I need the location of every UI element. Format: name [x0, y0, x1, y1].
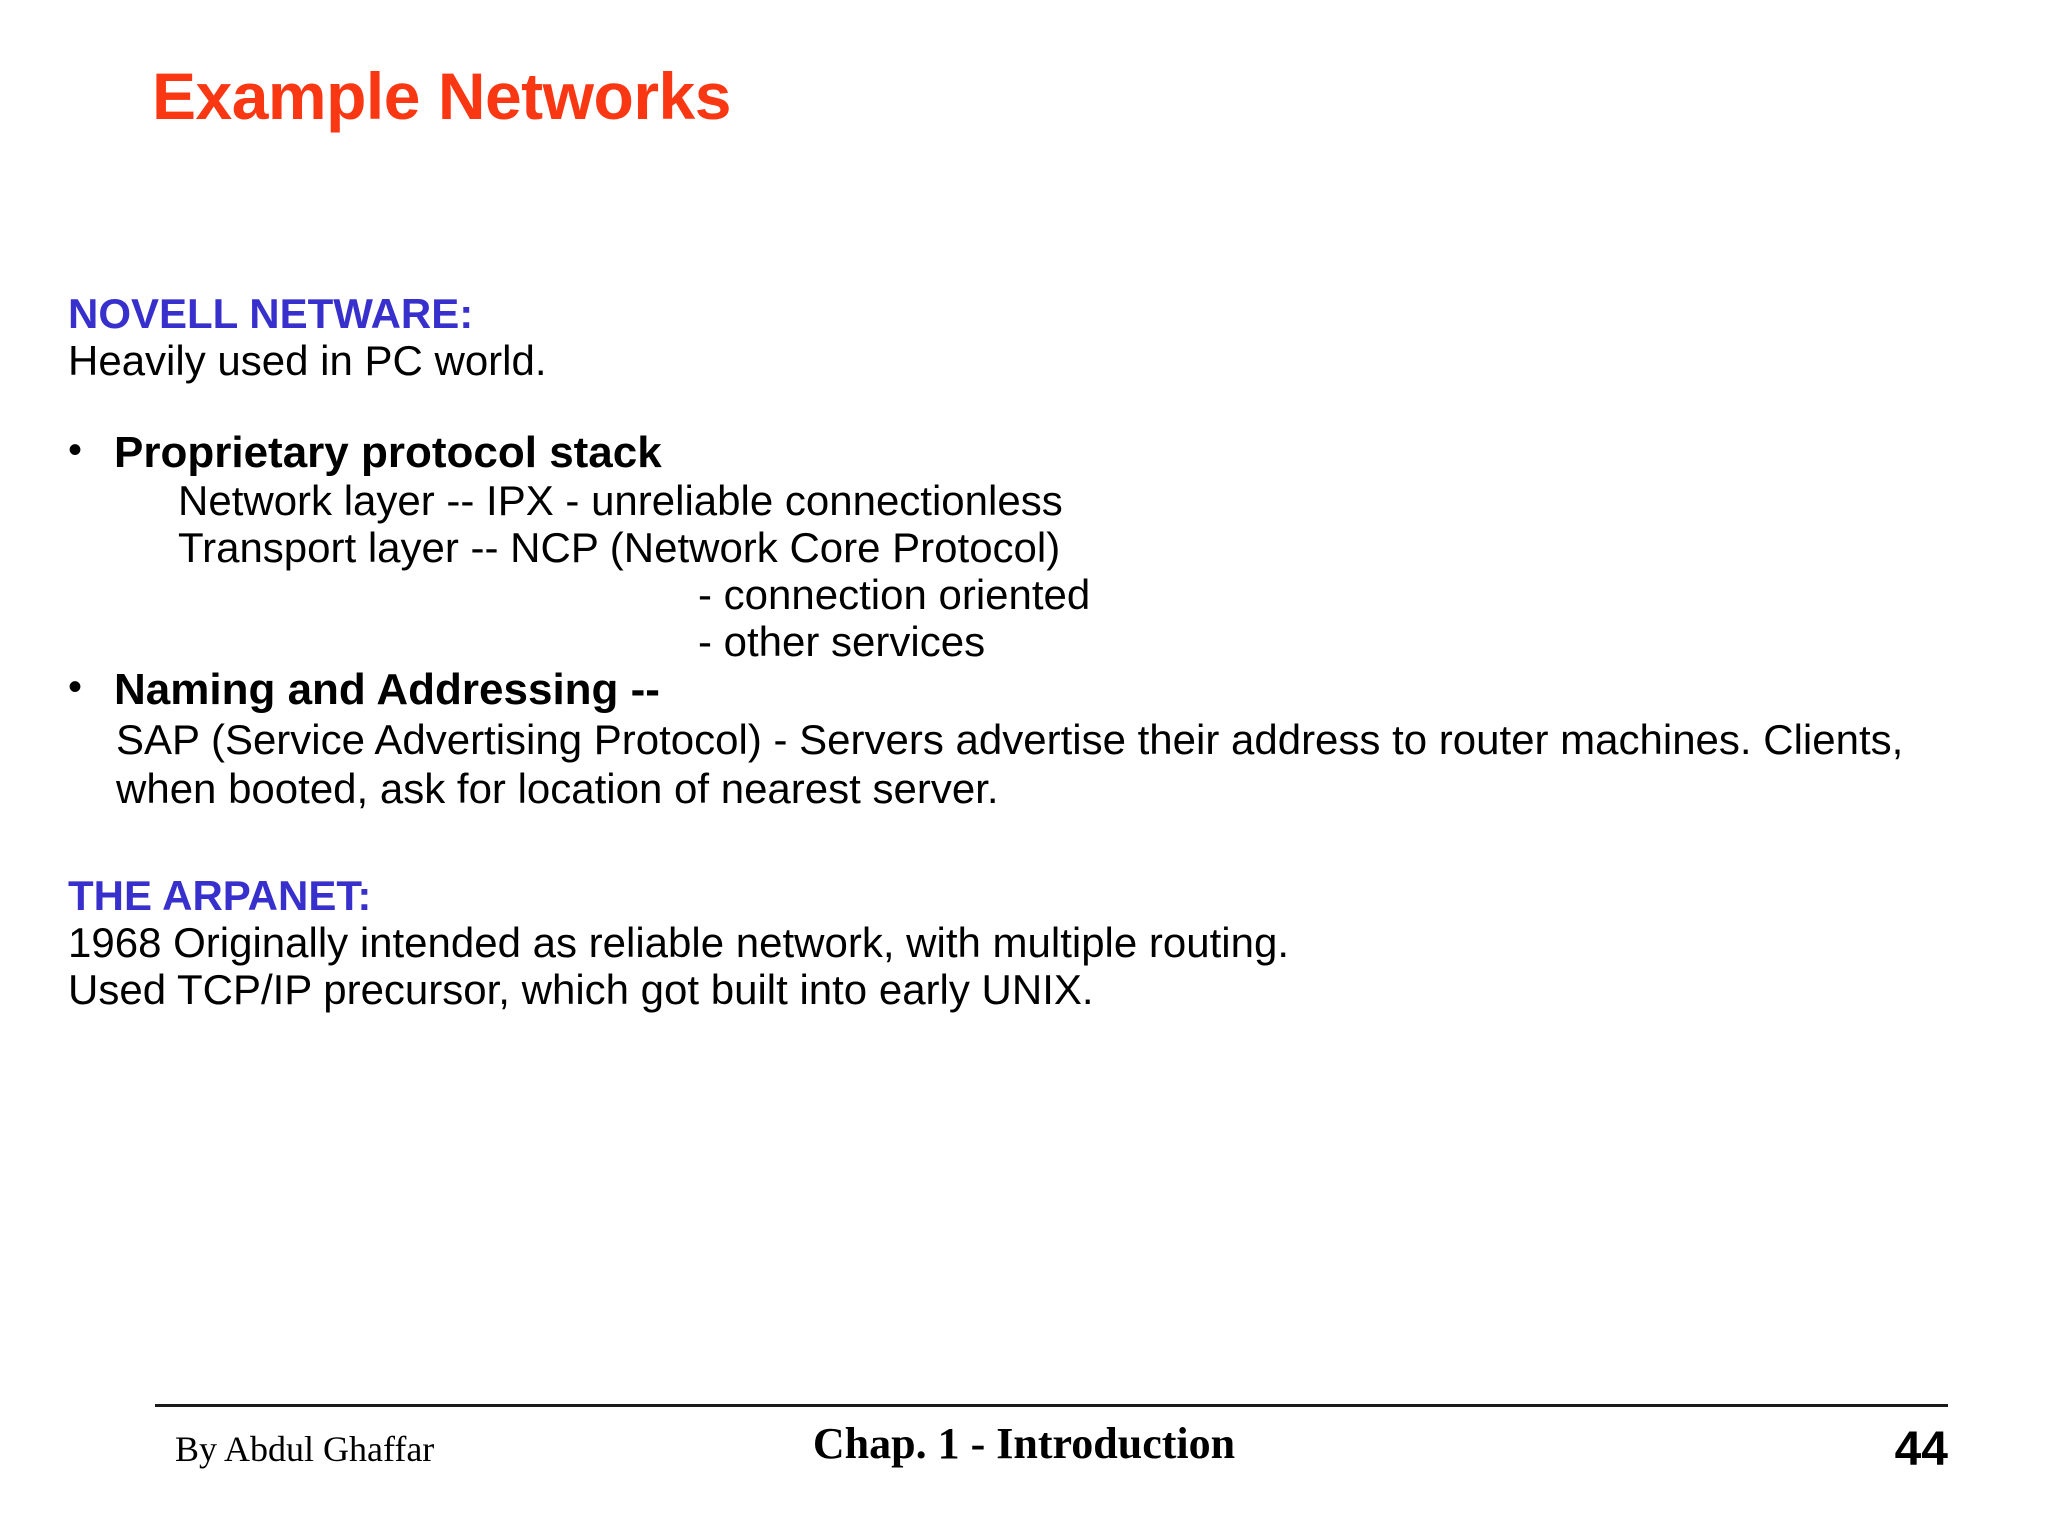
bullet-label: Proprietary protocol stack — [114, 428, 662, 478]
spacer — [68, 384, 1998, 428]
section-heading-novell-netware: NOVELL NETWARE: — [68, 290, 474, 337]
paragraph-sap-description: SAP (Service Advertising Protocol) - Ser… — [116, 715, 1904, 813]
footer-page-number: 44 — [1894, 1423, 1948, 1476]
subline-connection-oriented: - connection oriented — [698, 571, 1091, 619]
novell-intro-line: Heavily used in PC world. — [68, 337, 547, 385]
footer-author: By Abdul Ghaffar — [175, 1429, 435, 1469]
subline-other-services: - other services — [698, 618, 986, 666]
bullet-dot-icon: • — [68, 665, 83, 710]
bullet-label: Naming and Addressing -- — [114, 665, 660, 715]
footer-chapter-title: Chap. 1 - Introduction — [812, 1419, 1236, 1468]
bullet-proprietary-protocol-stack: • Proprietary protocol stack — [68, 428, 1998, 477]
arpanet-line-tcpip: Used TCP/IP precursor, which got built i… — [68, 965, 1094, 1013]
spacer — [68, 814, 1998, 872]
slide-body: NOVELL NETWARE: Heavily used in PC world… — [68, 290, 1998, 1013]
subline-network-layer: Network layer -- IPX - unreliable connec… — [178, 477, 1063, 525]
bullet-dot-icon: • — [68, 428, 83, 473]
subline-transport-layer: Transport layer -- NCP (Network Core Pro… — [178, 524, 1061, 572]
bullet-naming-and-addressing: • Naming and Addressing -- — [68, 665, 1998, 714]
footer-divider — [155, 1404, 1948, 1407]
arpanet-line-1968: 1968 Originally intended as reliable net… — [68, 918, 1289, 966]
page-title: Example Networks — [152, 59, 731, 133]
section-heading-the-arpanet: THE ARPANET: — [68, 871, 372, 919]
